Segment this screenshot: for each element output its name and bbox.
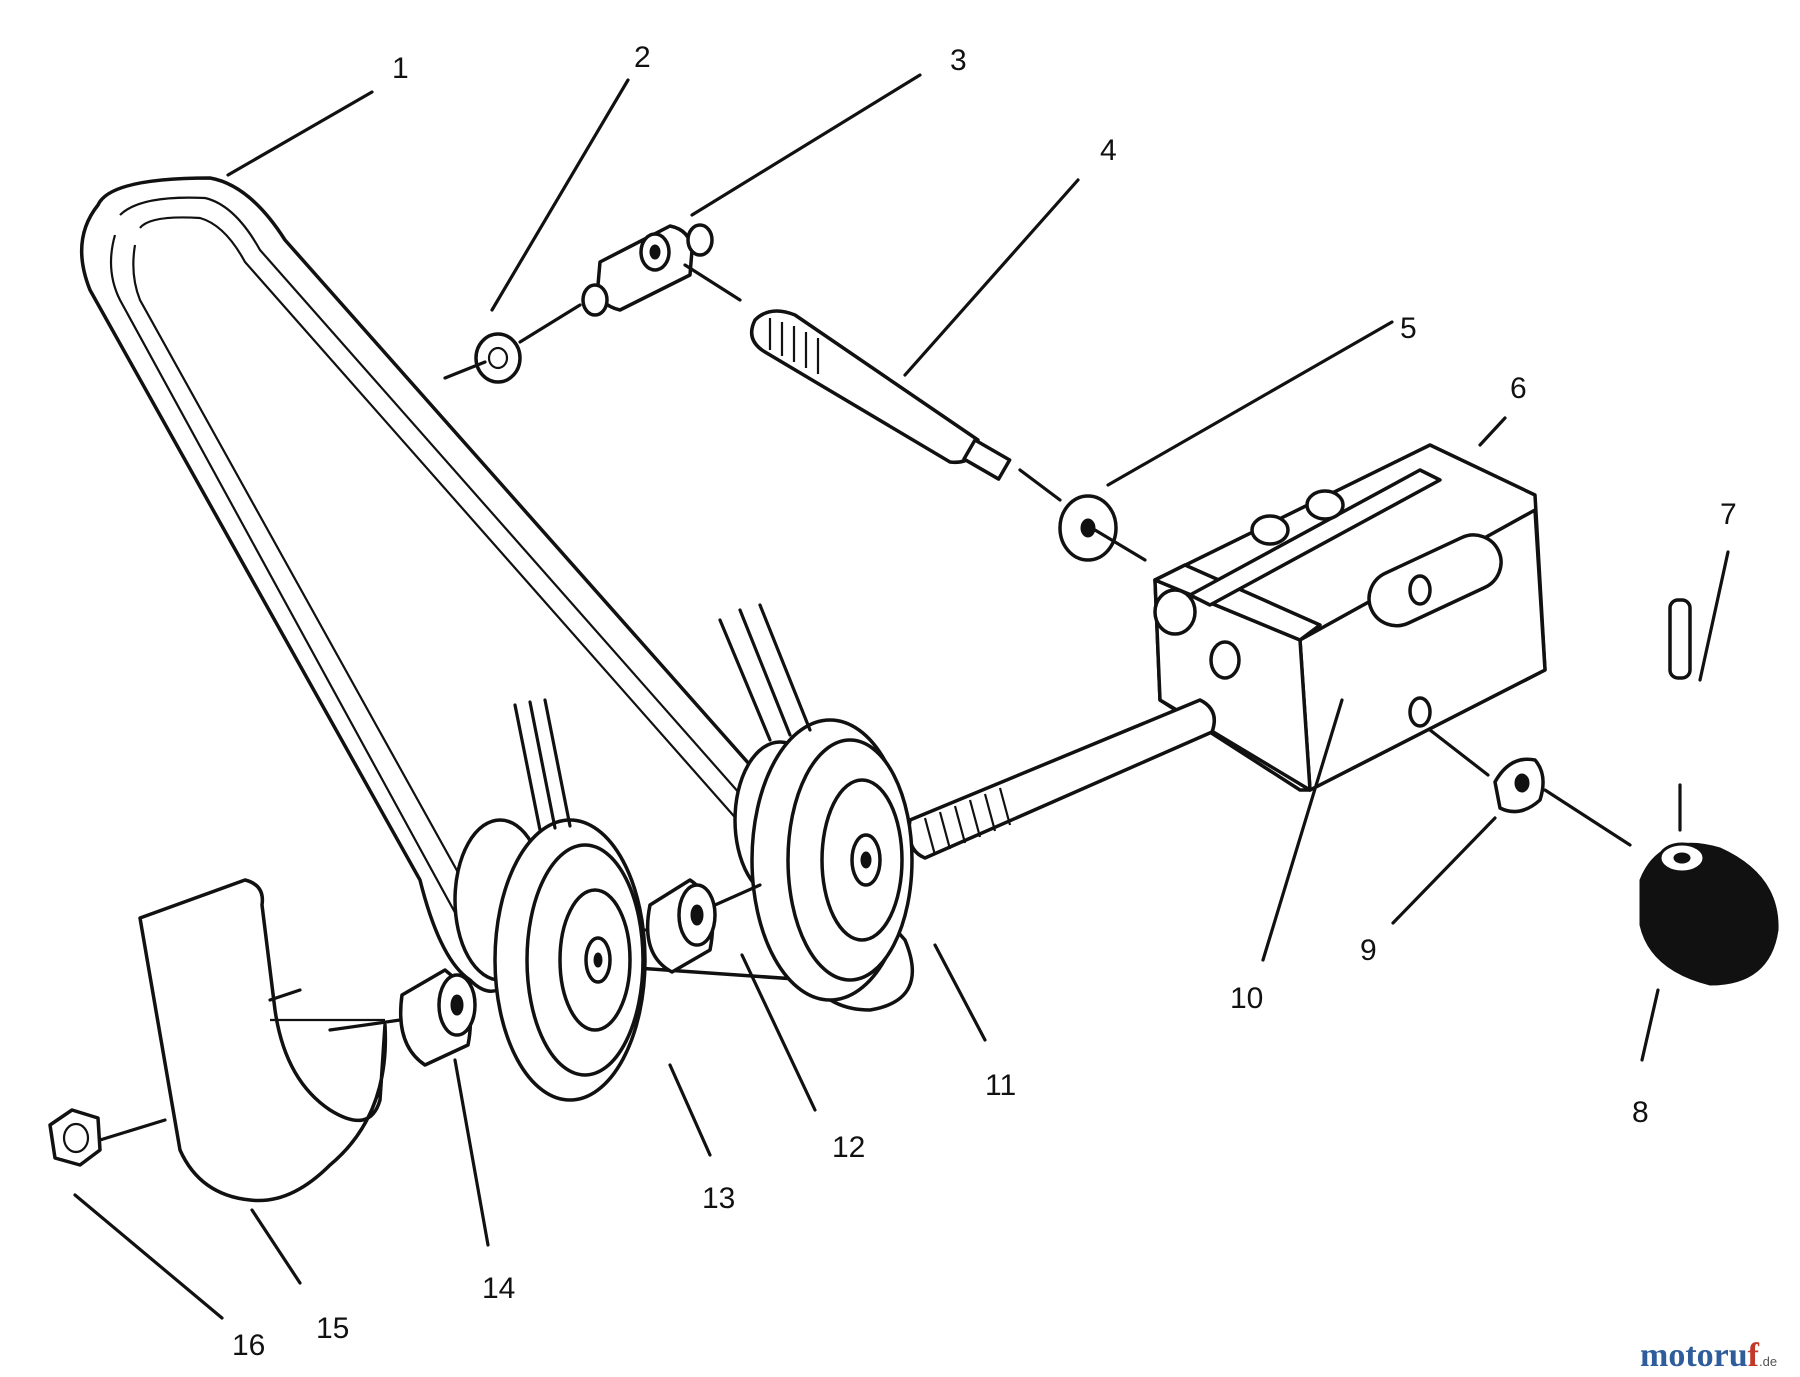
belt-guard xyxy=(138,878,402,1203)
watermark-logo: motoruf.de xyxy=(1640,1337,1777,1374)
washer xyxy=(1058,494,1147,562)
label-6: 6 xyxy=(1510,372,1527,405)
label-14: 14 xyxy=(482,1272,515,1305)
large-idler-pulley xyxy=(718,603,914,1002)
label-16: 16 xyxy=(232,1329,265,1362)
watermark-main: motoru xyxy=(1640,1337,1748,1374)
spacer-bushing-lower xyxy=(398,968,477,1067)
pivot-block xyxy=(518,223,714,344)
label-7: 7 xyxy=(1720,498,1737,531)
svg-text:motoruf.de: motoruf.de xyxy=(1640,1337,1777,1374)
v-belt xyxy=(79,176,915,1012)
label-11: 11 xyxy=(985,1069,1016,1102)
label-5: 5 xyxy=(1400,312,1417,345)
label-15: 15 xyxy=(316,1312,349,1345)
label-3: 3 xyxy=(950,44,967,77)
label-4: 4 xyxy=(1100,134,1117,167)
lock-washer xyxy=(1428,728,1632,847)
watermark-accent: f xyxy=(1748,1337,1760,1374)
small-drive-pulley xyxy=(453,698,647,1102)
e-ring-clip xyxy=(443,332,522,384)
idler-bracket-housing xyxy=(1153,443,1547,792)
label-1: 1 xyxy=(392,52,409,85)
label-12: 12 xyxy=(832,1131,865,1164)
label-10: 10 xyxy=(1230,982,1263,1015)
roll-pin xyxy=(1668,598,1692,832)
hex-nut xyxy=(48,1108,167,1167)
label-2: 2 xyxy=(634,41,651,74)
label-8: 8 xyxy=(1632,1096,1649,1129)
adjustment-knob xyxy=(1639,842,1779,986)
watermark-suffix: .de xyxy=(1759,1354,1777,1369)
label-9: 9 xyxy=(1360,934,1377,967)
threaded-rod xyxy=(683,263,1062,502)
callout-labels: 1 2 3 4 5 6 7 8 9 10 11 12 13 14 15 16 xyxy=(232,41,1737,1362)
leader-lines xyxy=(73,73,1730,1320)
label-13: 13 xyxy=(702,1182,735,1215)
spacer-bushing-upper xyxy=(613,878,762,974)
